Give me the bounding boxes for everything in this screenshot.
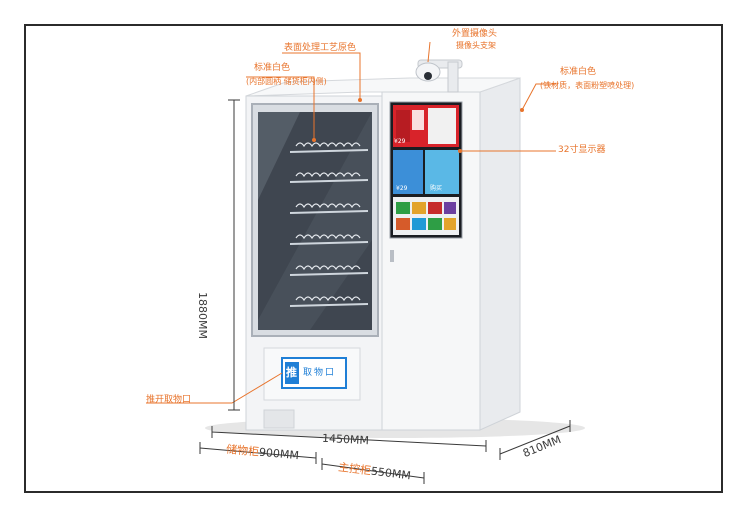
door-lock[interactable] xyxy=(390,250,394,262)
screen-bottle-graphic xyxy=(396,110,410,142)
screen-buy-button[interactable]: 购买 xyxy=(430,185,443,192)
screen-product-1[interactable] xyxy=(396,202,410,214)
label-standard-white-right: 标准白色 xyxy=(560,67,597,77)
leader-dot-display xyxy=(458,149,462,153)
annotation-leaders xyxy=(146,41,556,404)
screen-product-6[interactable] xyxy=(412,218,426,230)
dimension-storage-label: 储物柜 xyxy=(225,442,260,459)
screen-product-3[interactable] xyxy=(428,202,442,214)
screen-product-4[interactable] xyxy=(444,202,456,214)
screen-product-2[interactable] xyxy=(412,202,426,214)
pickup-push-char: 推 xyxy=(286,366,297,379)
label-display: 32寸显示器 xyxy=(558,145,606,155)
dimension-lines xyxy=(199,99,571,484)
screen-ad-mid-right xyxy=(425,150,459,194)
label-standard-white-left-sub: (内部圆柄 储货柜内侧) xyxy=(246,77,327,86)
screen-product-7[interactable] xyxy=(428,218,442,230)
dimension-total-width: 1450MM xyxy=(321,431,370,448)
pickup-label: 取物口 xyxy=(303,368,337,378)
dimension-height: 1880MM xyxy=(196,292,209,339)
leader-dot-white-left xyxy=(312,138,316,142)
screen-product-8[interactable] xyxy=(444,218,456,230)
leader-dot-white-right xyxy=(520,108,524,112)
glass-reflection-2 xyxy=(258,112,372,330)
product-shelves xyxy=(289,149,369,307)
camera-bracket-arm xyxy=(447,61,459,93)
glass-reflection xyxy=(258,112,300,200)
cabinet-side-panel xyxy=(479,77,521,431)
label-push-pickup: 推开取物口 xyxy=(146,395,192,405)
label-camera-bracket: 摄像头支架 xyxy=(456,41,496,50)
label-standard-white-right-sub: (铁材质，表面粉塑喷处理) xyxy=(540,81,635,90)
cabinet-foot-left xyxy=(263,409,295,429)
screen-ad-mid-left xyxy=(393,150,423,194)
pickup-push-badge xyxy=(285,362,299,384)
label-external-camera: 外置摄像头 xyxy=(452,29,498,39)
label-standard-white-left: 标准白色 xyxy=(254,63,291,73)
screen-price-1: ¥29 xyxy=(394,138,406,145)
screen-brand-tag xyxy=(412,110,424,130)
leader-dot-surface xyxy=(358,98,362,102)
shelf-spirals xyxy=(295,142,361,302)
screen-product-5[interactable] xyxy=(396,218,410,230)
camera-lens xyxy=(424,72,432,80)
screen-product-grid xyxy=(428,108,456,144)
label-surface-treatment: 表面处理工艺原色 xyxy=(284,43,357,53)
screen-price-2: ¥29 xyxy=(396,185,408,192)
